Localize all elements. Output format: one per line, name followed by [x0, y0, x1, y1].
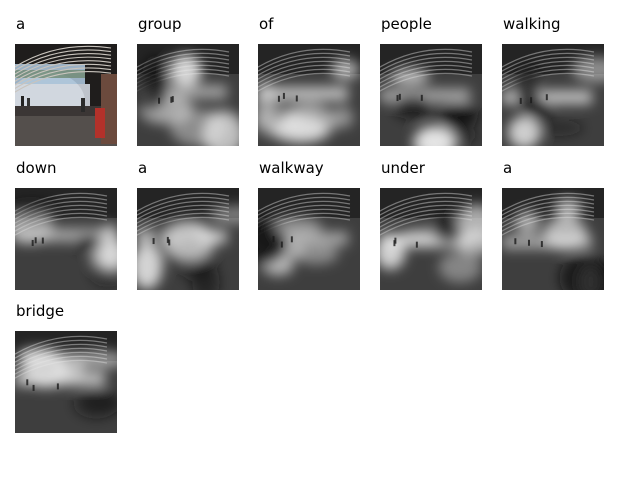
caption-word: a: [503, 159, 513, 177]
caption-word: under: [381, 159, 425, 177]
attention-map-image: [502, 44, 604, 146]
attention-panel: a: [502, 159, 612, 299]
attention-map-image: [15, 188, 117, 290]
caption-word: group: [138, 15, 182, 33]
caption-word: of: [259, 15, 274, 33]
caption-word: down: [16, 159, 57, 177]
caption-word: bridge: [16, 302, 65, 320]
attention-panel: group: [137, 15, 247, 155]
attention-panel: under: [380, 159, 490, 299]
attention-map-image: [15, 331, 117, 433]
attention-panel: a: [15, 15, 125, 155]
attention-panel: walkway: [258, 159, 368, 299]
attention-panel: walking: [502, 15, 612, 155]
attention-map-image: [137, 188, 239, 290]
attention-panel: bridge: [15, 302, 125, 442]
attention-panel: people: [380, 15, 490, 155]
attention-map-image: [258, 44, 360, 146]
attention-panel: of: [258, 15, 368, 155]
attention-map-image: [137, 44, 239, 146]
attention-map-image: [380, 44, 482, 146]
caption-word: a: [16, 15, 26, 33]
attention-map-image: [258, 188, 360, 290]
attention-panel: a: [137, 159, 247, 299]
caption-word: walking: [503, 15, 561, 33]
attention-map-image: [380, 188, 482, 290]
source-photo: [15, 44, 117, 146]
caption-word: people: [381, 15, 432, 33]
attention-map-image: [502, 188, 604, 290]
caption-word: walkway: [259, 159, 324, 177]
attention-panel: down: [15, 159, 125, 299]
caption-word: a: [138, 159, 148, 177]
